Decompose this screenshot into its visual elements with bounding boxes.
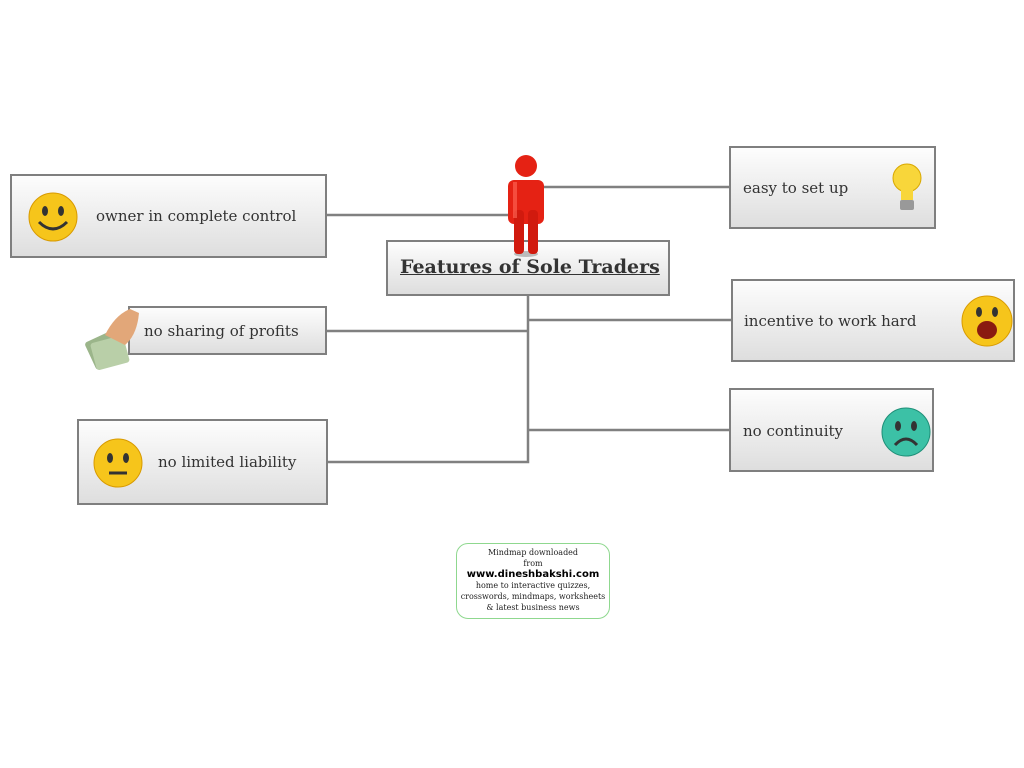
smiley-surprised-icon bbox=[961, 295, 1013, 347]
smiley-neutral-icon bbox=[93, 438, 143, 488]
branch-label: incentive to work hard bbox=[744, 312, 917, 330]
central-topic-title: Features of Sole Traders bbox=[400, 256, 660, 278]
branch-no-continuity[interactable]: no continuity bbox=[729, 388, 934, 472]
branch-label: easy to set up bbox=[743, 179, 849, 197]
credit-line: & latest business news bbox=[486, 603, 580, 612]
branch-no-limited-liability[interactable]: no limited liability bbox=[77, 419, 328, 505]
branch-owner-in-complete-control[interactable]: owner in complete control bbox=[10, 174, 327, 258]
branch-label: owner in complete control bbox=[96, 207, 297, 225]
branch-label: no limited liability bbox=[158, 453, 297, 471]
person-icon bbox=[508, 155, 544, 257]
credit-line: from bbox=[523, 559, 543, 568]
lightbulb-icon bbox=[892, 163, 922, 210]
branch-label: no sharing of profits bbox=[144, 322, 299, 340]
credit-url-link[interactable]: www.dineshbakshi.com bbox=[466, 569, 600, 580]
credit-line: crosswords, mindmaps, worksheets bbox=[460, 592, 606, 601]
credit-box[interactable]: Mindmap downloaded from www.dineshbakshi… bbox=[456, 543, 610, 619]
credit-line: home to interactive quizzes, bbox=[475, 581, 591, 590]
branch-label: no continuity bbox=[743, 422, 843, 440]
hand-money-icon bbox=[85, 309, 139, 370]
credit-line: Mindmap downloaded bbox=[487, 548, 579, 557]
branch-no-sharing-of-profits[interactable]: no sharing of profits bbox=[128, 306, 327, 355]
smiley-sad-icon bbox=[881, 407, 931, 457]
smiley-happy-icon bbox=[28, 192, 78, 242]
branch-easy-to-set-up[interactable]: easy to set up bbox=[729, 146, 936, 229]
branch-incentive-to-work-hard[interactable]: incentive to work hard bbox=[731, 279, 1015, 362]
